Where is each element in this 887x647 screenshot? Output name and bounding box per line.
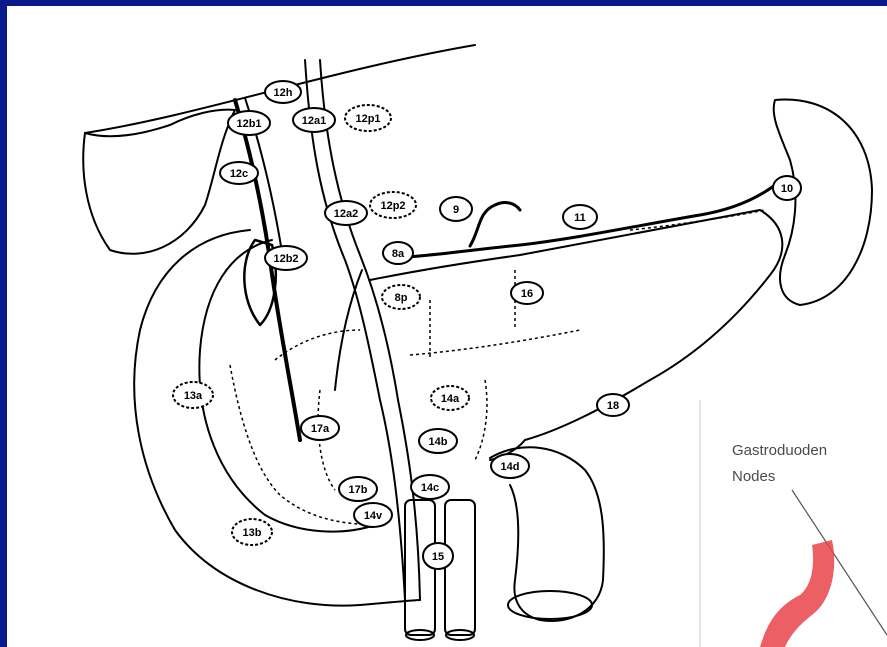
gallbladder-outline (83, 110, 235, 254)
inset-caption-line1: Gastroduoden (732, 442, 827, 459)
diagram-canvas: 12h 12b1 12a1 12p1 12c 12a2 12p2 9 11 10… (7, 6, 887, 647)
node-label-12b2: 12b2 (273, 253, 298, 265)
left-gastric-artery (470, 203, 520, 246)
inferior-vena-cava (445, 500, 475, 635)
node-label-10: 10 (781, 183, 793, 195)
node-label-14b: 14b (429, 436, 448, 448)
node-label-18: 18 (607, 400, 619, 412)
node-label-12p1: 12p1 (355, 113, 380, 125)
anatomy-diagram: 12h 12b1 12a1 12p1 12c 12a2 12p2 9 11 10… (7, 6, 887, 647)
node-label-12c: 12c (230, 168, 248, 180)
inset-panel: Gastroduoden Nodes (700, 400, 887, 647)
node-label-8a: 8a (392, 248, 405, 260)
inset-caption-line2: Nodes (732, 468, 775, 485)
node-label-12h: 12h (274, 87, 293, 99)
spleen-outline (774, 100, 872, 305)
node-label-14c: 14c (421, 482, 439, 494)
node-label-13b: 13b (243, 527, 262, 539)
node-label-12a1: 12a1 (302, 115, 326, 127)
node-label-15: 15 (432, 551, 444, 563)
node-label-11: 11 (574, 212, 586, 224)
node-label-12p2: 12p2 (380, 200, 405, 212)
node-label-17b: 17b (349, 484, 368, 496)
node-label-13a: 13a (184, 390, 203, 402)
node-label-12a2: 12a2 (334, 208, 358, 220)
node-label-8p: 8p (395, 292, 408, 304)
node-label-16: 16 (521, 288, 533, 300)
node-label-17a: 17a (311, 423, 330, 435)
node-label-14d: 14d (501, 461, 520, 473)
node-label-9: 9 (453, 204, 459, 216)
node-label-12b1: 12b1 (236, 118, 261, 130)
node-label-14v: 14v (364, 510, 383, 522)
node-label-14a: 14a (441, 393, 460, 405)
duodenum-outline (134, 230, 420, 606)
